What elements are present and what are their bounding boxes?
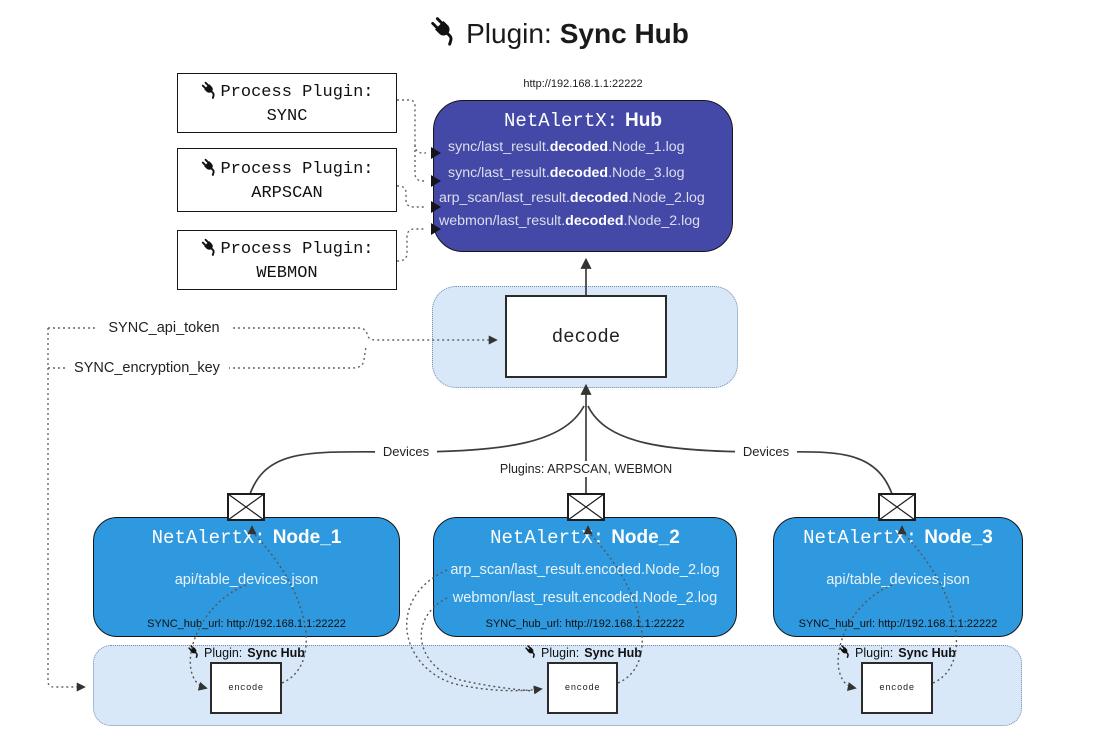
node2-line: arp_scan/last_result.encoded.Node_2.log (450, 562, 720, 578)
plug-icon (200, 80, 219, 105)
encode-label: encode (879, 683, 915, 693)
hub-box: NetAlertX:Hub sync/last_result.decoded.N… (433, 100, 733, 252)
node3-box: NetAlertX:Node_3 api/table_devices.json … (773, 517, 1023, 637)
node2-box: NetAlertX:Node_2 arp_scan/last_result.en… (433, 517, 737, 637)
plug-icon (200, 157, 219, 182)
process-plugin-name: SYNC (266, 107, 308, 126)
node3-title: NetAlertX:Node_3 (803, 527, 993, 549)
plug-icon (524, 644, 538, 661)
sync-encryption-key-label: SYNC_encryption_key (65, 360, 229, 376)
node1-box: NetAlertX:Node_1 api/table_devices.json … (93, 517, 400, 637)
hub-log-line: webmon/last_result.decoded.Node_2.log (439, 213, 701, 229)
node1-hub-url: SYNC_hub_url: http://192.168.1.1:22222 (147, 618, 346, 630)
page-title-prefix: Plugin: (466, 17, 552, 49)
envelope-icon (878, 493, 916, 521)
encode-label: encode (564, 683, 601, 693)
hub-title: NetAlertX:Hub (504, 110, 662, 132)
envelope-icon (227, 493, 265, 521)
process-plugin-name: ARPSCAN (251, 184, 323, 203)
decode-box: decode (505, 295, 667, 378)
process-plugin-webmon-box: Process Plugin: WEBMON (177, 230, 397, 290)
node1-plugin-label: Plugin:Sync Hub (161, 644, 331, 661)
plug-icon (428, 14, 460, 53)
hub-url: http://192.168.1.1:22222 (523, 78, 643, 90)
page-title: Plugin: Sync Hub (0, 14, 1117, 53)
plug-icon (187, 644, 201, 661)
process-plugin-arpscan-box: Process Plugin: ARPSCAN (177, 148, 397, 212)
devices-right-label: Devices (735, 444, 797, 460)
node2-line: webmon/last_result.encoded.Node_2.log (452, 590, 718, 606)
process-plugin-title: Process Plugin: (220, 83, 374, 102)
node1-line: api/table_devices.json (174, 572, 319, 588)
sync-api-token-label: SYNC_api_token (98, 320, 230, 336)
node1-encode-box: encode (210, 662, 282, 714)
plug-icon (838, 644, 852, 661)
hub-log-line: arp_scan/last_result.decoded.Node_2.log (439, 190, 705, 206)
node2-title: NetAlertX:Node_2 (490, 527, 680, 549)
node1-title: NetAlertX:Node_1 (151, 527, 342, 549)
node3-line: api/table_devices.json (826, 572, 970, 588)
process-plugin-name: WEBMON (256, 264, 318, 283)
encode-label: encode (228, 683, 264, 693)
node3-plugin-label: Plugin:Sync Hub (812, 644, 982, 661)
page-title-bold: Sync Hub (559, 17, 689, 49)
devices-left-label: Devices (375, 444, 437, 460)
process-plugin-title: Process Plugin: (220, 160, 374, 179)
node2-hub-url: SYNC_hub_url: http://192.168.1.1:22222 (485, 618, 685, 630)
plugins-edge-label: Plugins: ARPSCAN, WEBMON (495, 461, 677, 477)
process-plugin-title: Process Plugin: (220, 240, 374, 259)
node2-plugin-label: Plugin:Sync Hub (498, 644, 668, 661)
node3-hub-url: SYNC_hub_url: http://192.168.1.1:22222 (798, 618, 998, 630)
decode-label: decode (551, 325, 621, 348)
hub-log-line: sync/last_result.decoded.Node_3.log (448, 165, 685, 181)
plug-icon (200, 237, 219, 262)
process-plugin-sync-box: Process Plugin: SYNC (177, 73, 397, 133)
envelope-icon (567, 493, 605, 521)
hub-log-line: sync/last_result.decoded.Node_1.log (448, 139, 685, 155)
node3-encode-box: encode (861, 662, 933, 714)
node2-encode-box: encode (547, 662, 618, 714)
